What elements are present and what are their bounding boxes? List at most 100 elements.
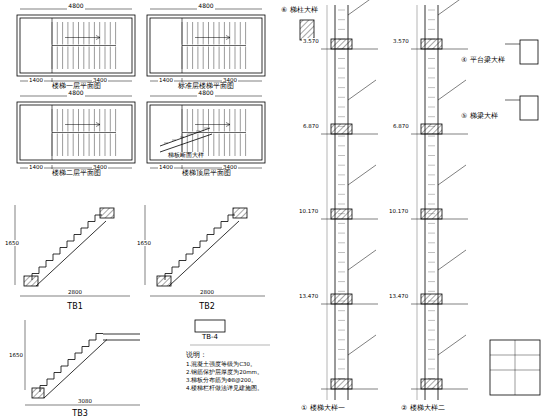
drawing-line: [20, 296, 130, 297]
drawing-line: [110, 109, 111, 132]
drawing-line: [338, 262, 345, 263]
drawing-line: [245, 109, 246, 132]
drawing-label: 1.混凝土强度等级为C30。: [185, 361, 257, 367]
drawing-line: [240, 22, 241, 45]
drawing-line: [219, 134, 220, 157]
drawing-line: [96, 125, 100, 127]
drawing-outline: [147, 15, 265, 76]
drawing-line: [78, 134, 79, 157]
drawing-outline: [147, 102, 265, 163]
drawing-line: [411, 134, 468, 135]
drawing-line: [348, 0, 376, 15]
drawing-line: [182, 47, 183, 70]
drawing-line: [338, 68, 345, 69]
drawing-line: [338, 58, 345, 59]
drawing-outline: [490, 340, 540, 395]
drawing-line: [160, 134, 212, 152]
drawing-line: [338, 368, 345, 369]
drawing-line: [169, 221, 239, 286]
drawing-line: [96, 38, 100, 40]
drawing-line: [338, 19, 345, 20]
drawing-line: [338, 145, 345, 146]
drawing-line: [338, 29, 345, 30]
drawing-line: [428, 301, 435, 302]
drawing-line: [428, 349, 435, 350]
stair-step-profile: [165, 215, 235, 280]
drawing-line: [203, 47, 204, 70]
drawing-line: [428, 184, 435, 185]
drawing-label: 楼梯一层平面图: [51, 82, 102, 90]
drawing-line: [192, 109, 193, 132]
drawing-label: 6.870: [302, 123, 320, 129]
drawing-outline: [150, 105, 262, 160]
drawing-line: [338, 165, 345, 166]
drawing-label: ⑥ 梯柱大样: [280, 6, 319, 14]
drawing-line: [73, 47, 74, 70]
drawing-line: [89, 109, 90, 132]
drawing-line: [62, 134, 63, 157]
drawing-line: [338, 77, 345, 78]
drawing-line: [208, 22, 209, 45]
drawing-line: [208, 134, 209, 157]
drawing-line: [348, 250, 376, 270]
drawing-line: [428, 107, 435, 108]
drawing-line: [96, 123, 100, 125]
drawing-line: [67, 22, 68, 45]
drawing-line: [99, 109, 100, 132]
drawing-line: [338, 194, 345, 195]
drawing-line: [428, 58, 435, 59]
drawing-line: [180, 137, 184, 138]
drawing-line: [338, 330, 345, 331]
drawing-line: [240, 47, 241, 70]
drawing-line: [67, 47, 68, 70]
drawing-label: 2800: [67, 289, 83, 295]
drawing-line: [428, 252, 435, 253]
drawing-line: [428, 39, 435, 40]
drawing-line: [515, 340, 516, 395]
drawing-line: [235, 134, 236, 157]
drawing-line: [219, 47, 220, 70]
drawing-line: [226, 123, 230, 125]
drawing-line: [36, 221, 106, 286]
drawing-label: 3.570: [392, 38, 410, 44]
drawing-line: [229, 109, 230, 132]
drawing-label: 1400: [28, 164, 44, 170]
drawing-outline: [331, 294, 352, 304]
drawing-line: [338, 242, 345, 243]
drawing-label: 1400: [28, 77, 44, 83]
drawing-line: [229, 22, 230, 45]
drawing-line: [62, 47, 63, 70]
drawing-line: [224, 22, 225, 45]
drawing-label: ② 楼梯大样二: [400, 404, 446, 412]
drawing-line: [213, 134, 214, 157]
drawing-outline: [100, 208, 114, 218]
drawing-outline: [24, 276, 38, 286]
drawing-line: [213, 22, 214, 45]
drawing-line: [115, 22, 116, 45]
drawing-line: [83, 109, 84, 132]
drawing-line: [57, 22, 58, 45]
drawing-line: [52, 47, 53, 70]
drawing-outline: [233, 208, 247, 218]
drawing-line: [338, 271, 345, 272]
drawing-line: [348, 80, 376, 100]
drawing-line: [78, 22, 79, 45]
drawing-line: [338, 233, 345, 234]
drawing-line: [338, 204, 345, 205]
drawing-outline: [331, 39, 352, 49]
drawing-line: [197, 22, 198, 45]
drawing-label: 说明：: [185, 352, 208, 359]
drawing-label: ① 楼梯大样一: [300, 404, 346, 412]
drawing-line: [78, 109, 79, 132]
drawing-line: [428, 388, 435, 389]
drawing-line: [428, 330, 435, 331]
drawing-line: [428, 359, 435, 360]
drawing-line: [338, 223, 345, 224]
drawing-line: [213, 47, 214, 70]
drawing-line: [164, 143, 168, 144]
drawing-line: [338, 320, 345, 321]
drawing-line: [196, 131, 200, 132]
drawing-line: [428, 281, 435, 282]
drawing-line: [428, 174, 435, 175]
drawing-line: [105, 22, 106, 45]
